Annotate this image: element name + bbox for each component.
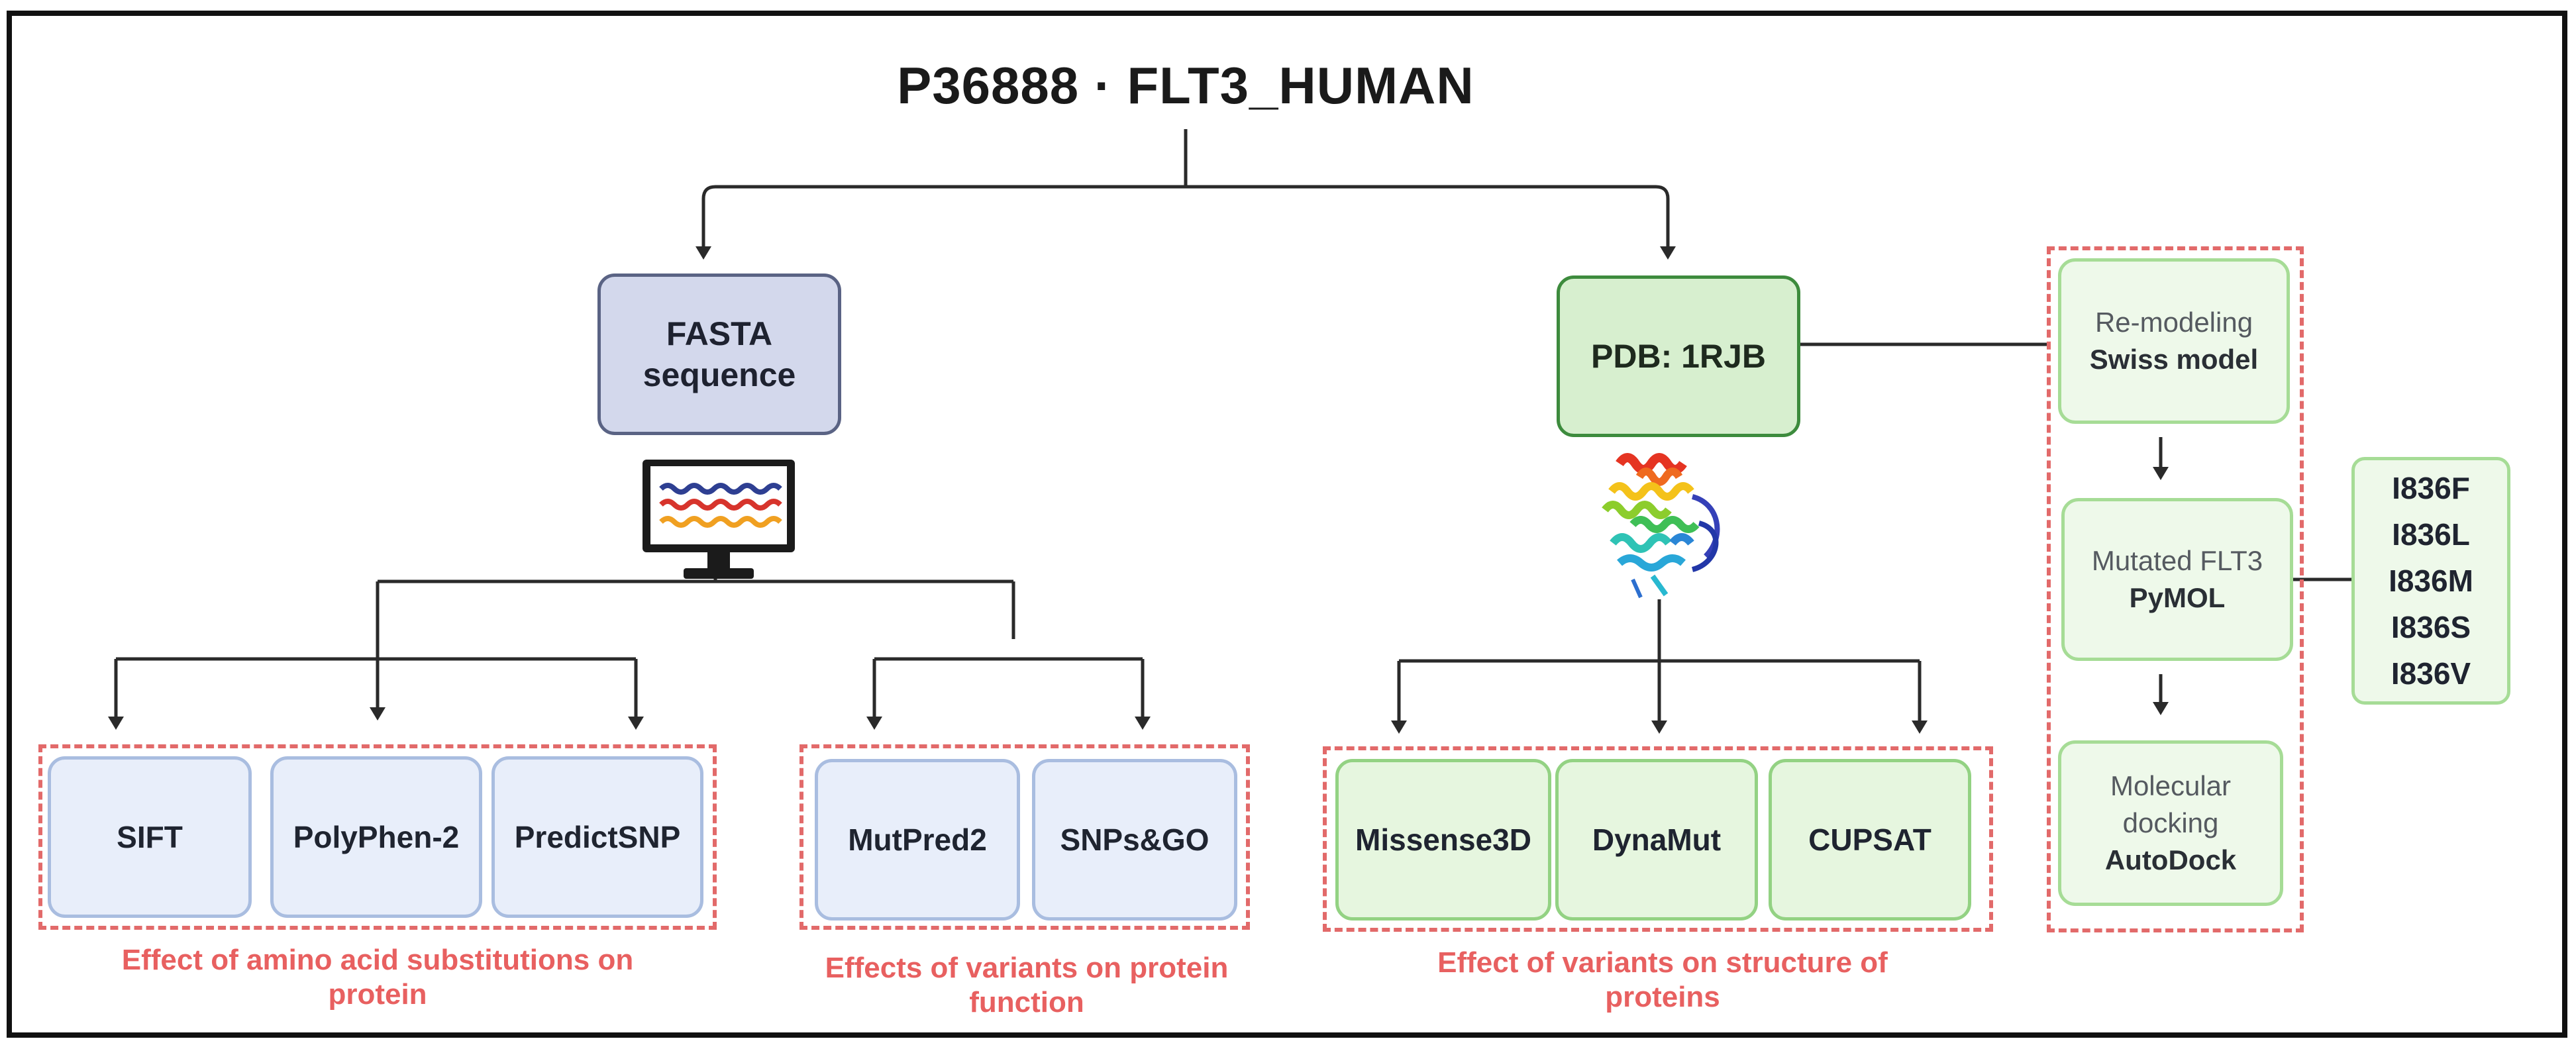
function-tools-group <box>799 744 1250 930</box>
remodeling-label: Re-modeling <box>2094 307 2253 338</box>
tool-cupsat: CUPSAT <box>1769 759 1971 921</box>
caption-function-line1: Effects of variants on protein <box>825 952 1229 984</box>
pdb-label: PDB: 1RJB <box>1591 338 1766 375</box>
tool-missense3d: Missense3D <box>1335 759 1551 921</box>
tool-dynamut-label: DynaMut <box>1592 823 1722 857</box>
substitution-tools-group <box>38 744 717 930</box>
caption-structure-line1: Effect of variants on structure of <box>1437 946 1888 979</box>
caption-structure-line2: proteins <box>1605 981 1720 1013</box>
caption-substitutions-line2: protein <box>328 978 427 1011</box>
tool-sift-label: SIFT <box>117 820 183 854</box>
tool-polyphen-2-label: PolyPhen-2 <box>293 820 460 854</box>
fasta-label-line1: FASTA <box>666 315 773 352</box>
docking-label-line2: docking <box>2122 807 2219 838</box>
tool-missense3d-label: Missense3D <box>1355 823 1531 857</box>
mutated-flt3-tool: PyMOL <box>2129 582 2226 613</box>
mutation-item: I836V <box>2391 656 2471 691</box>
tool-predictsnp: PredictSNP <box>491 756 703 918</box>
tool-mutpred2-label: MutPred2 <box>848 823 987 857</box>
caption-structure: Effect of variants on structure of prote… <box>1331 946 1994 1015</box>
caption-substitutions-line1: Effect of amino acid substitutions on <box>121 944 634 976</box>
tool-dynamut: DynaMut <box>1555 759 1758 921</box>
docking-label-line1: Molecular <box>2110 770 2232 801</box>
fasta-sequence-box: FASTA sequence <box>597 274 841 435</box>
remodeling-box: Re-modeling Swiss model <box>2058 258 2290 424</box>
tool-cupsat-label: CUPSAT <box>1808 823 1932 857</box>
mutation-item: I836L <box>2392 517 2470 552</box>
pdb-structure-box: PDB: 1RJB <box>1557 275 1800 437</box>
tool-snps-go-label: SNPs&GO <box>1060 823 1210 857</box>
fasta-label-line2: sequence <box>643 356 796 393</box>
molecular-docking-box: Molecular docking AutoDock <box>2058 740 2283 906</box>
protein-structure-icon <box>1602 453 1720 599</box>
diagram-title: P36888 · FLT3_HUMAN <box>897 56 1474 115</box>
mutated-flt3-label: Mutated FLT3 <box>2091 545 2263 576</box>
caption-substitutions: Effect of amino acid substitutions on pr… <box>53 943 702 1012</box>
caption-function: Effects of variants on protein function <box>762 951 1292 1020</box>
tool-snps-go: SNPs&GO <box>1032 759 1237 921</box>
remodeling-tool: Swiss model <box>2089 344 2259 375</box>
mutation-item: I836F <box>2392 471 2470 505</box>
mutation-item: I836M <box>2389 564 2473 598</box>
tool-sift: SIFT <box>48 756 252 918</box>
mutated-flt3-box: Mutated FLT3 PyMOL <box>2061 498 2293 661</box>
mutation-list-box: I836F I836L I836M I836S I836V <box>2351 457 2510 705</box>
mutation-item: I836S <box>2391 610 2471 644</box>
caption-function-line2: function <box>969 986 1084 1019</box>
computer-monitor-icon <box>643 460 795 579</box>
structure-tools-group <box>1323 746 1993 932</box>
tool-polyphen-2: PolyPhen-2 <box>270 756 482 918</box>
modeling-workflow-group <box>2047 246 2304 932</box>
tool-mutpred2: MutPred2 <box>815 759 1020 921</box>
tool-predictsnp-label: PredictSNP <box>514 820 681 854</box>
docking-tool: AutoDock <box>2104 844 2237 875</box>
